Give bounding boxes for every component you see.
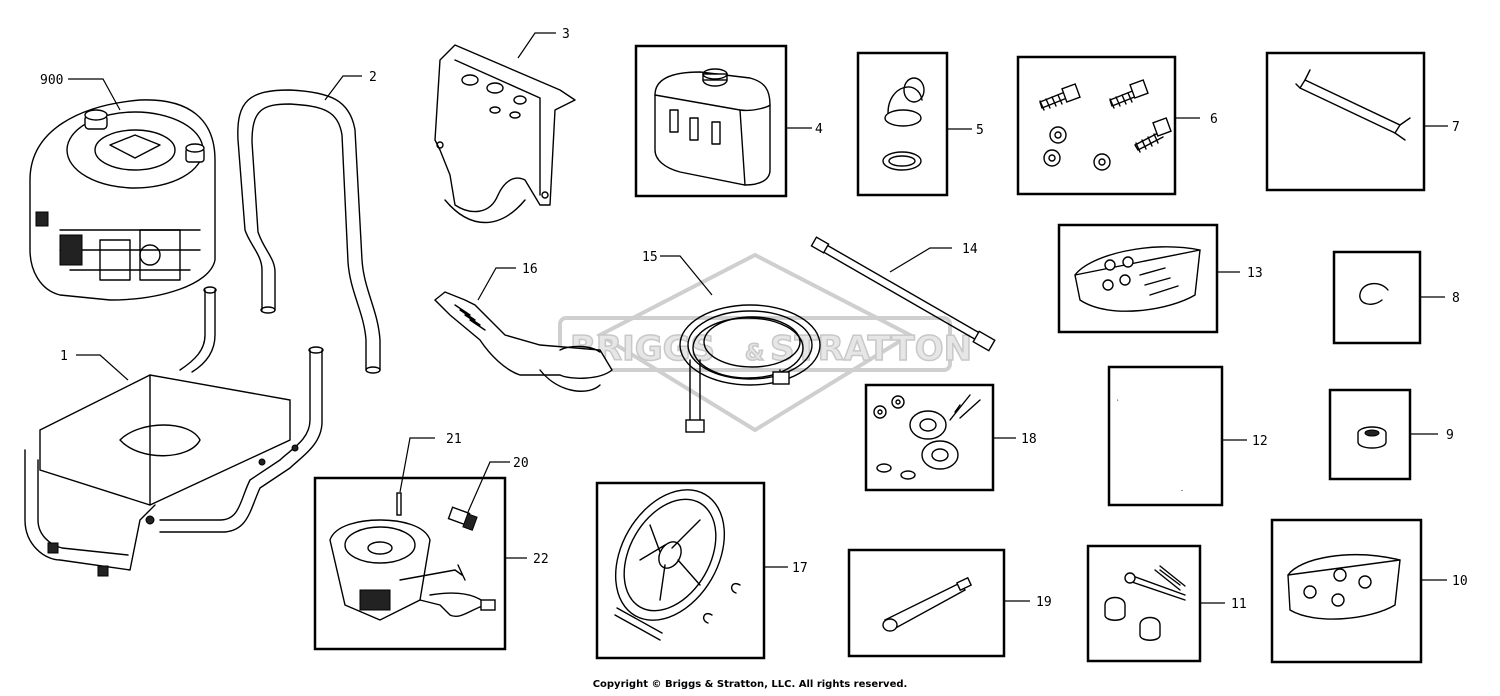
label-part-12: 12 — [1252, 434, 1268, 449]
box-part-11 — [1086, 544, 1202, 663]
frame-drawing — [24, 286, 324, 577]
wheel-hardware-drawing — [873, 394, 981, 480]
plug-drawing — [1357, 426, 1387, 449]
wire-clip-drawing — [1295, 69, 1411, 141]
cap-gasket-drawing — [882, 77, 925, 171]
box-part-13 — [1057, 223, 1219, 334]
handle-drawing — [237, 89, 381, 374]
bolts-nuts-drawing — [1039, 79, 1172, 171]
wand-drawing — [810, 236, 996, 352]
box-part-7 — [1265, 51, 1426, 192]
label-part-11: 11 — [1231, 597, 1247, 612]
knobs-bolts-drawing — [1104, 565, 1186, 641]
label-part-3: 3 — [562, 27, 570, 42]
wheel-drawing — [614, 489, 741, 641]
tube-drawing — [1117, 390, 1203, 491]
label-part-7: 7 — [1452, 120, 1460, 135]
label-part-10: 10 — [1452, 574, 1468, 589]
label-part-18: 18 — [1021, 432, 1037, 447]
leader-lines — [68, 32, 1448, 604]
label-part-8: 8 — [1452, 291, 1460, 306]
parts-bag-drawing — [1287, 554, 1401, 620]
box-part-6 — [1016, 55, 1177, 196]
engine-drawing — [29, 99, 216, 301]
watermark-right: STRATTON — [770, 329, 972, 369]
hose-drawing — [679, 304, 821, 433]
fuel-tank-drawing — [654, 68, 771, 186]
label-part-4: 4 — [815, 122, 823, 137]
label-part-21: 21 — [446, 432, 462, 447]
pin-drawing — [396, 492, 402, 516]
spray-gun-drawing — [433, 291, 613, 392]
label-part-9: 9 — [1446, 428, 1454, 443]
label-part-1: 1 — [60, 349, 68, 364]
bracket-drawing — [434, 44, 576, 224]
nozzle-tip-drawing — [882, 576, 973, 632]
label-part-15: 15 — [642, 250, 658, 265]
watermark-mid: & — [745, 341, 764, 366]
label-part-900: 900 — [40, 73, 63, 88]
box-part-8 — [1332, 250, 1422, 345]
label-part-16: 16 — [522, 262, 538, 277]
box-part-5 — [856, 51, 949, 197]
copyright-notice: Copyright © Briggs & Stratton, LLC. All … — [592, 679, 908, 690]
label-part-19: 19 — [1036, 595, 1052, 610]
box-part-18 — [864, 383, 995, 492]
box-part-10 — [1270, 518, 1423, 664]
label-part-5: 5 — [976, 123, 984, 138]
label-part-13: 13 — [1247, 266, 1263, 281]
label-part-2: 2 — [369, 70, 377, 85]
label-part-20: 20 — [513, 456, 529, 471]
fitting-drawing — [447, 506, 478, 531]
label-part-14: 14 — [962, 242, 978, 257]
box-part-12 — [1107, 365, 1224, 507]
e-clip-drawing — [1359, 283, 1389, 305]
label-part-22: 22 — [533, 552, 549, 567]
hardware-bag-drawing — [1074, 246, 1201, 312]
part-labels: 900 1 2 3 4 5 6 7 8 9 10 11 12 13 14 15 … — [40, 27, 1468, 612]
label-part-17: 17 — [792, 561, 808, 576]
pump-drawing — [329, 519, 496, 621]
label-part-6: 6 — [1210, 112, 1218, 127]
